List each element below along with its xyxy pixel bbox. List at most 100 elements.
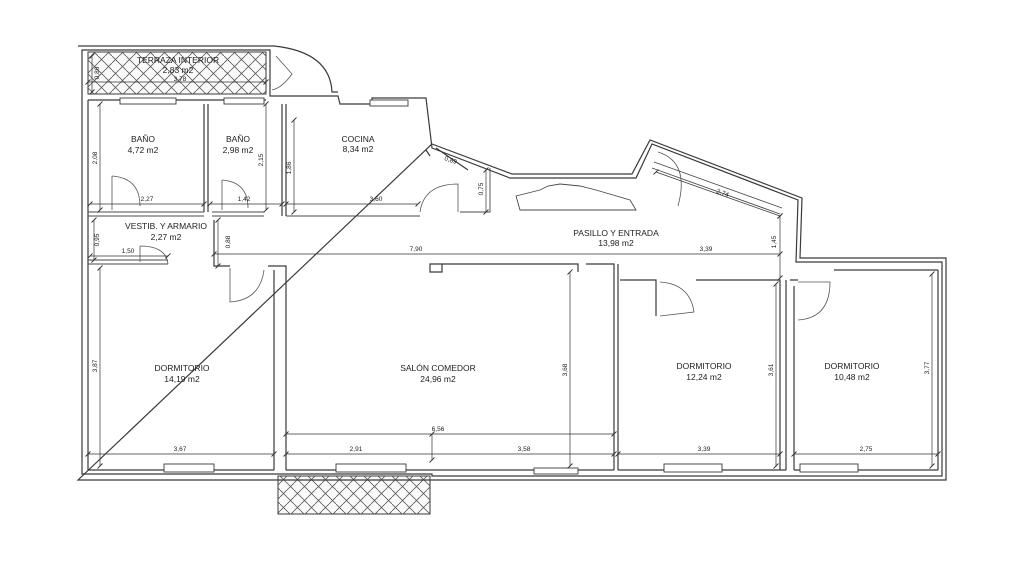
room-area: 2,27 m2: [151, 232, 182, 242]
dimension-tick: [935, 451, 941, 457]
dim-label: 2,75: [860, 446, 873, 453]
room-dormitorio-2: DORMITORIO 12,24 m2: [676, 361, 731, 382]
dimension-tick: [97, 101, 103, 107]
dimension-tick: [91, 257, 97, 263]
dim-label: 3,68: [562, 363, 569, 376]
dimension-tick: [85, 79, 91, 85]
dim-label: 3,67: [174, 446, 187, 453]
dimension-tick: [215, 263, 221, 269]
dimension-tick: [483, 167, 489, 173]
dimension-tick: [773, 463, 779, 469]
dim-label: 2,15: [258, 153, 265, 166]
doors: [111, 55, 831, 321]
dim-label: 0,75: [478, 182, 485, 195]
room-bano-2: BAÑO 2,98 m2: [223, 134, 254, 155]
dimension-tick: [777, 251, 783, 257]
dim-label: 0,80: [94, 66, 101, 79]
dimension-tick: [207, 201, 213, 207]
room-area: 8,34 m2: [343, 144, 374, 154]
dimension-tick: [263, 101, 269, 107]
room-area: 13,98 m2: [598, 238, 634, 248]
dimension-tick: [777, 275, 783, 281]
dimension-tick: [773, 281, 779, 287]
room-cocina: COCINA 8,34 m2: [341, 134, 374, 154]
room-name: VESTIB. Y ARMARIO: [125, 221, 207, 231]
dim-label: 2,27: [141, 196, 154, 203]
dimension-tick: [263, 207, 269, 213]
dimension-tick: [283, 451, 289, 457]
room-area: 4,72 m2: [128, 145, 159, 155]
dimension-tick: [211, 251, 217, 257]
dim-label: 2,08: [92, 151, 99, 164]
windows: [119, 97, 859, 475]
dimension-tick: [429, 431, 435, 437]
dimension-tick: [777, 451, 783, 457]
room-labels: TERRAZA INTERIOR 2,83 m2 BAÑO 4,72 m2 BA…: [125, 55, 880, 384]
dim-label: 1,42: [238, 196, 251, 203]
dimension-tick: [263, 79, 269, 85]
room-name: PASILLO Y ENTRADA: [573, 228, 659, 238]
dimension-tick: [929, 271, 935, 277]
dim-label: 1,45: [771, 235, 778, 248]
dimension-tick: [89, 53, 95, 59]
room-name: TERRAZA INTERIOR: [137, 55, 219, 65]
room-name: COCINA: [341, 134, 374, 144]
dimension-tick: [89, 89, 95, 95]
room-dormitorio-1: DORMITORIO 14,19 m2: [154, 363, 209, 384]
dimension-tick: [271, 451, 277, 457]
terrace-hatch: [87, 51, 267, 95]
dimension-tick: [483, 209, 489, 215]
room-name: BAÑO: [131, 134, 155, 144]
dimension-tick: [567, 463, 573, 469]
room-salon-comedor: SALÓN COMEDOR 24,96 m2: [400, 363, 476, 384]
dimension-tick: [429, 457, 435, 463]
room-name: SALÓN COMEDOR: [400, 363, 476, 373]
dimension-labels: 0,80 3,78 2,08 2,27 2,15 1,42 1,86 3,60 …: [92, 66, 931, 453]
room-area: 12,24 m2: [686, 372, 722, 382]
interior-walls: [87, 99, 939, 471]
dimension-tick: [97, 463, 103, 469]
dimension-tick: [165, 253, 171, 259]
dim-label: 7,90: [410, 246, 423, 253]
dimension-tick: [201, 201, 207, 207]
dim-label: 2,74: [715, 188, 730, 199]
dimension-tick: [611, 451, 617, 457]
dim-label: 3,87: [92, 359, 99, 372]
dim-label: 3,78: [174, 76, 187, 83]
room-bano-1: BAÑO 4,72 m2: [128, 134, 159, 155]
room-area: 14,19 m2: [164, 374, 200, 384]
dim-label: 0,88: [225, 235, 232, 248]
dimension-tick: [653, 169, 659, 175]
dimension-tick: [97, 265, 103, 271]
dim-label: 3,61: [768, 363, 775, 376]
dimension-tick: [279, 201, 285, 207]
dimension-tick: [91, 217, 97, 223]
dim-label: 3,39: [698, 446, 711, 453]
dim-label: 1,50: [122, 248, 135, 255]
balcony-hatch: [277, 475, 431, 515]
dimension-lines: [85, 53, 941, 469]
dim-label: 3,58: [518, 446, 531, 453]
dim-label: 1,86: [286, 161, 293, 174]
outer-walls: [76, 45, 947, 481]
dimension-tick: [283, 201, 289, 207]
dimension-tick: [777, 213, 783, 219]
dimension-tick: [291, 209, 297, 215]
dimension-tick: [87, 253, 93, 259]
dimension-tick: [215, 217, 221, 223]
dimension-tick: [415, 201, 421, 207]
room-pasillo: PASILLO Y ENTRADA 13,98 m2: [573, 228, 659, 248]
room-name: DORMITORIO: [676, 361, 731, 371]
dimension-tick: [97, 207, 103, 213]
room-dormitorio-3: DORMITORIO 10,48 m2: [824, 361, 879, 382]
room-area: 2,83 m2: [163, 65, 194, 75]
room-area: 24,96 m2: [420, 374, 456, 384]
dimension-tick: [567, 269, 573, 275]
dim-label: 3,60: [370, 196, 383, 203]
dimension-tick: [929, 463, 935, 469]
room-terraza-interior: TERRAZA INTERIOR 2,83 m2: [137, 55, 219, 75]
dimension-tick: [611, 431, 617, 437]
room-area: 2,98 m2: [223, 145, 254, 155]
dimension-tick: [87, 201, 93, 207]
